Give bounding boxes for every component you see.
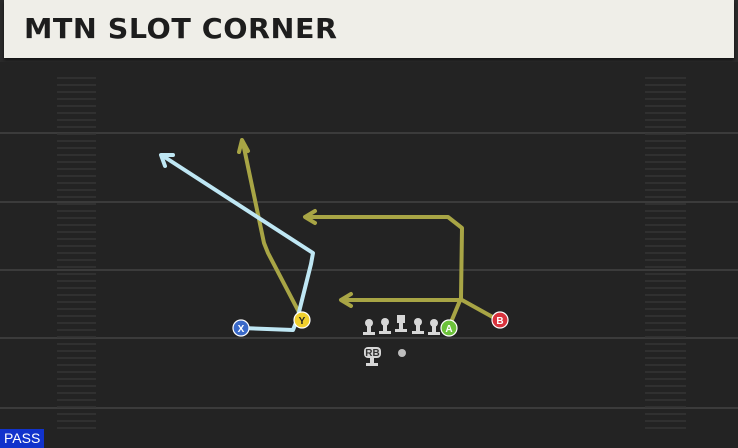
yard-lines — [0, 132, 738, 409]
hash-marks — [57, 77, 686, 429]
title-plate: MTN SLOT CORNER — [4, 0, 734, 58]
lineman-icon — [379, 318, 391, 334]
quarterback-dot-icon — [398, 349, 406, 357]
receiver-b-label: B — [496, 316, 503, 327]
play-field: RB X Y A B — [0, 62, 738, 448]
rb-label: RB — [365, 348, 379, 359]
title-bar: MTN SLOT CORNER — [0, 0, 738, 62]
route-y-arrow-icon — [237, 138, 250, 154]
route-x — [161, 154, 315, 332]
routes — [159, 138, 500, 332]
play-type-badge: PASS — [0, 429, 45, 448]
receiver-a: A — [440, 319, 458, 337]
route-b-arrow-icon — [339, 292, 353, 308]
lineman-icon — [363, 319, 375, 335]
center-icon — [395, 315, 407, 332]
running-back: RB — [364, 347, 381, 366]
receiver-y: Y — [293, 311, 311, 329]
lineman-icon — [428, 319, 440, 335]
receiver-x-label: X — [238, 324, 245, 335]
offensive-line — [363, 315, 440, 335]
route-y — [241, 141, 304, 320]
receiver-b: B — [491, 311, 509, 329]
receiver-a-label: A — [445, 324, 452, 335]
lineman-icon — [412, 318, 424, 334]
route-a-arrow-icon — [303, 209, 317, 225]
receiver-x: X — [232, 319, 250, 337]
field-turf — [0, 62, 738, 448]
route-x-arrow-icon — [159, 153, 175, 168]
receiver-y-label: Y — [299, 316, 306, 327]
route-a — [305, 215, 464, 329]
play-title: MTN SLOT CORNER — [24, 12, 338, 45]
